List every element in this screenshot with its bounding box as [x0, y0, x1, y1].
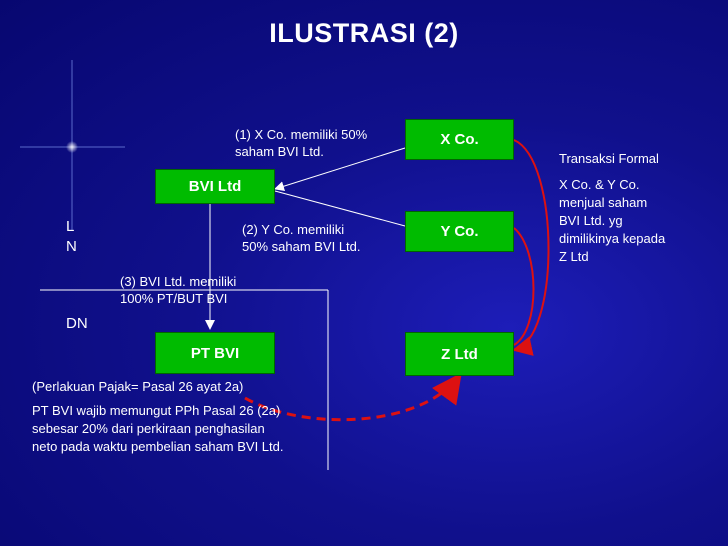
dn-label: DN [66, 315, 88, 332]
formal-transaction-line: X Co. & Y Co. [559, 177, 640, 192]
arrow-yco-to-bvi [274, 190, 406, 227]
formal-transaction-line: Z Ltd [559, 249, 589, 264]
ln-label-l: L [66, 218, 75, 235]
red-arc-yco-to-zltd [513, 227, 535, 346]
step1-label: (1) X Co. memiliki 50% saham BVI Ltd. [235, 126, 367, 160]
step3-line1: (3) BVI Ltd. memiliki [120, 274, 237, 289]
arrow-xco-to-bvi [274, 147, 406, 192]
z-ltd-label: Z Ltd [441, 345, 478, 363]
star-glint-icon [20, 60, 125, 230]
bvi-ltd-box: BVI Ltd [155, 169, 275, 204]
tax-treatment-line: neto pada waktu pembelian saham BVI Ltd. [32, 439, 284, 454]
step2-line1: (2) Y Co. memiliki [242, 222, 345, 237]
formal-transaction-heading: Transaksi Formal [559, 151, 659, 166]
formal-transaction-note: Transaksi Formal X Co. & Y Co. menjual s… [559, 150, 724, 266]
tax-treatment-line: PT BVI wajib memungut PPh Pasal 26 (2a) [32, 403, 281, 418]
page-title: ILUSTRASI (2) [269, 18, 459, 48]
step3-line2: 100% PT/BUT BVI [120, 291, 228, 306]
xco-box: X Co. [405, 119, 514, 160]
red-arc-xco-to-zltd [512, 139, 550, 356]
z-ltd-box: Z Ltd [405, 332, 514, 376]
formal-transaction-line: menjual saham [559, 195, 648, 210]
yco-label: Y Co. [440, 223, 479, 240]
ln-label-n: N [66, 238, 77, 255]
tax-treatment-heading: (Perlakuan Pajak= Pasal 26 ayat 2a) [32, 379, 244, 394]
step2-label: (2) Y Co. memiliki 50% saham BVI Ltd. [242, 221, 361, 255]
tax-treatment-line: sebesar 20% dari perkiraan penghasilan [32, 421, 265, 436]
step3-label: (3) BVI Ltd. memiliki 100% PT/BUT BVI [120, 273, 236, 307]
step1-line2: saham BVI Ltd. [235, 144, 324, 159]
formal-transaction-line: BVI Ltd. yg [559, 213, 623, 228]
yco-box: Y Co. [405, 211, 514, 252]
xco-label: X Co. [440, 131, 479, 148]
pt-bvi-label: PT BVI [190, 344, 240, 362]
formal-transaction-line: dimilikinya kepada [559, 231, 666, 246]
bvi-ltd-label: BVI Ltd [188, 178, 242, 195]
step2-line2: 50% saham BVI Ltd. [242, 239, 361, 254]
tax-treatment-note: (Perlakuan Pajak= Pasal 26 ayat 2a) PT B… [32, 378, 362, 456]
step1-line1: (1) X Co. memiliki 50% [235, 127, 368, 142]
pt-bvi-box: PT BVI [155, 332, 275, 374]
ln-label: L N [66, 217, 77, 257]
